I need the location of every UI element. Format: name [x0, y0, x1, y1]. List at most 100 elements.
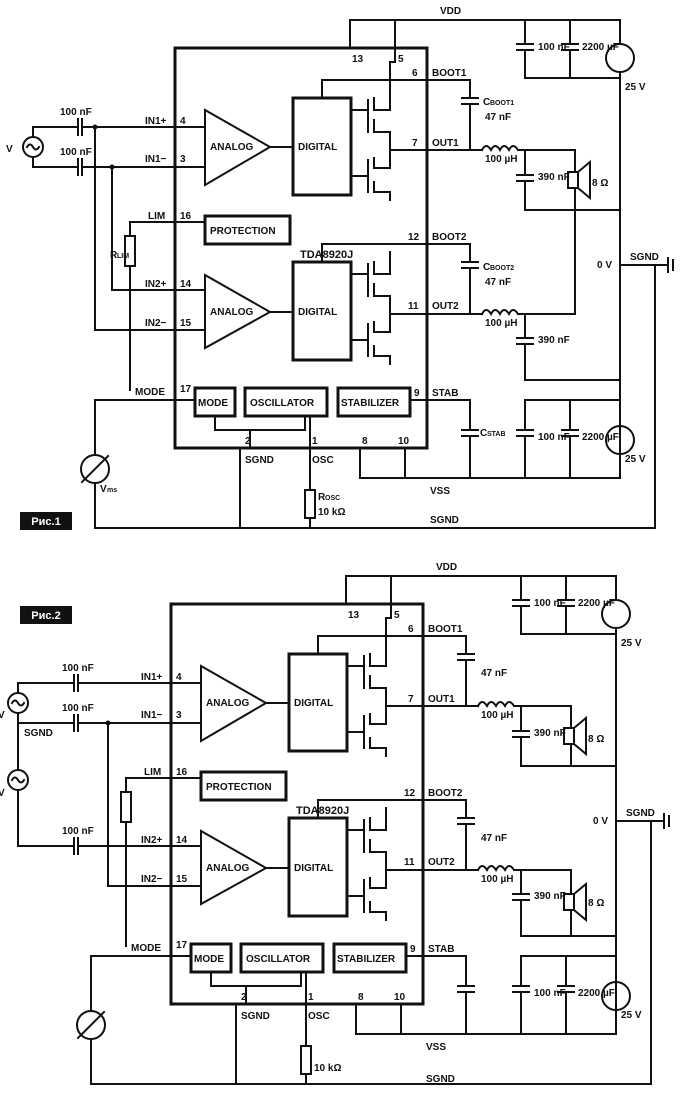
stabilizer-label: STABILIZER [337, 954, 396, 965]
cboot2 [422, 799, 475, 871]
part-label: 390 nF [534, 728, 566, 739]
sgnd-ground-icon [654, 257, 674, 273]
pin-mode: MODE [135, 387, 165, 398]
sine-icon [25, 143, 41, 151]
figure-1: Рис.1 TDA8920J VDD VSS SGND SGND 0 V 25 … [6, 6, 674, 530]
rlim-wires [129, 221, 176, 391]
pin-num: 8 [362, 436, 368, 447]
pin-num: 5 [398, 54, 404, 65]
analog-amp-2 [200, 829, 269, 906]
source1-label: V [0, 710, 5, 721]
bottom-wires [239, 447, 311, 529]
part-label: 390 nF [538, 335, 570, 346]
sgnd-label: SGND [430, 515, 459, 526]
mode-label: MODE [198, 398, 228, 409]
pin-in2p: IN2+ [145, 279, 167, 290]
part-label: 390 nF [538, 172, 570, 183]
pin-num: 15 [176, 874, 188, 885]
pin-num: 1 [312, 436, 318, 447]
pin-boot2: BOOT2 [428, 788, 463, 799]
part-label: 390 nF [534, 891, 566, 902]
mode-wire [94, 399, 656, 529]
figure-caption: Рис.2 [31, 610, 60, 622]
in1m-cap [69, 158, 176, 176]
pin-in1m: IN1− [141, 710, 163, 721]
mode-osc-link [214, 415, 306, 449]
sgnd-label: SGND [426, 1074, 455, 1085]
in2-loop [107, 722, 172, 887]
pin-in1m: IN1− [145, 154, 167, 165]
pin-num: 16 [180, 211, 192, 222]
pin-osc: OSC [312, 455, 334, 466]
digital1-label: DIGITAL [298, 142, 337, 153]
zero-v-label: 0 V [593, 816, 608, 827]
analog-amp-1 [200, 664, 269, 743]
cboot1 [426, 79, 479, 151]
supply-bottom-label: 25 V [625, 454, 646, 465]
analog-amp-1 [204, 108, 273, 187]
vdd-label: VDD [440, 6, 461, 17]
bottom-wires [235, 1003, 307, 1085]
protection-label: PROTECTION [210, 226, 276, 237]
vdd-rail [349, 19, 621, 49]
pin-num: 6 [412, 68, 418, 79]
out1-wire [426, 149, 576, 171]
pin-stab: STAB [432, 388, 458, 399]
vss-label: VSS [430, 486, 450, 497]
analog2-label: ANALOG [210, 307, 254, 318]
part-sub: LIM [117, 253, 129, 260]
part-label: 2200 µF [582, 42, 619, 53]
analog1-label: ANALOG [206, 698, 250, 709]
part-label: 100 µH [481, 710, 513, 721]
pin-sgnd: SGND [241, 1011, 270, 1022]
boot-internal [317, 635, 424, 819]
vdd-label: VDD [436, 562, 457, 573]
pin-num: 13 [352, 54, 364, 65]
part-label: 100 nF [60, 107, 92, 118]
pin-out1: OUT1 [428, 694, 455, 705]
pin-in2m: IN2− [145, 318, 167, 329]
part-label: 8 Ω [592, 178, 608, 189]
c-out2 [512, 869, 617, 937]
rlim-resistor [124, 235, 136, 267]
pin-in2p: IN2+ [141, 835, 163, 846]
digital1-label: DIGITAL [294, 698, 333, 709]
output-stage-1 [346, 617, 424, 757]
part-label: C [483, 262, 490, 273]
oscillator-block [243, 386, 329, 418]
mode-osc-link [210, 971, 307, 1005]
part-label: C [483, 97, 490, 108]
in1p-cap [17, 674, 172, 694]
part-label: 100 µH [485, 318, 517, 329]
cboot1 [422, 635, 475, 707]
analog-amp-2 [204, 273, 273, 350]
l2-inductor [480, 309, 520, 317]
pin-boot2: BOOT2 [432, 232, 467, 243]
pin-num: 15 [180, 318, 192, 329]
pin-num: 16 [176, 767, 188, 778]
source-leads [32, 126, 71, 168]
supply-caps-top [512, 575, 617, 635]
part-sub: BOOT2 [490, 265, 514, 272]
part-label: C [480, 428, 487, 439]
pin-num: 9 [410, 944, 416, 955]
pin-lim: LIM [144, 767, 161, 778]
sgnd-right-label: SGND [626, 808, 655, 819]
pin-num: 7 [412, 138, 418, 149]
source-label: V [6, 144, 13, 155]
protection-label: PROTECTION [206, 782, 272, 793]
out1-wire [422, 701, 572, 727]
vms-arrow [80, 454, 110, 484]
speaker-cone [576, 159, 591, 201]
pin-num: 17 [176, 940, 188, 951]
pin-num: 4 [180, 116, 186, 127]
supply-caps-bottom [516, 399, 621, 479]
amp-digital-link [269, 146, 294, 313]
part-label: 10 kΩ [318, 507, 345, 518]
part-label: 100 µH [481, 874, 513, 885]
part-label: R [318, 492, 326, 503]
part-label: R [110, 250, 118, 261]
stabilizer-block [332, 942, 408, 974]
analog2-label: ANALOG [206, 863, 250, 874]
